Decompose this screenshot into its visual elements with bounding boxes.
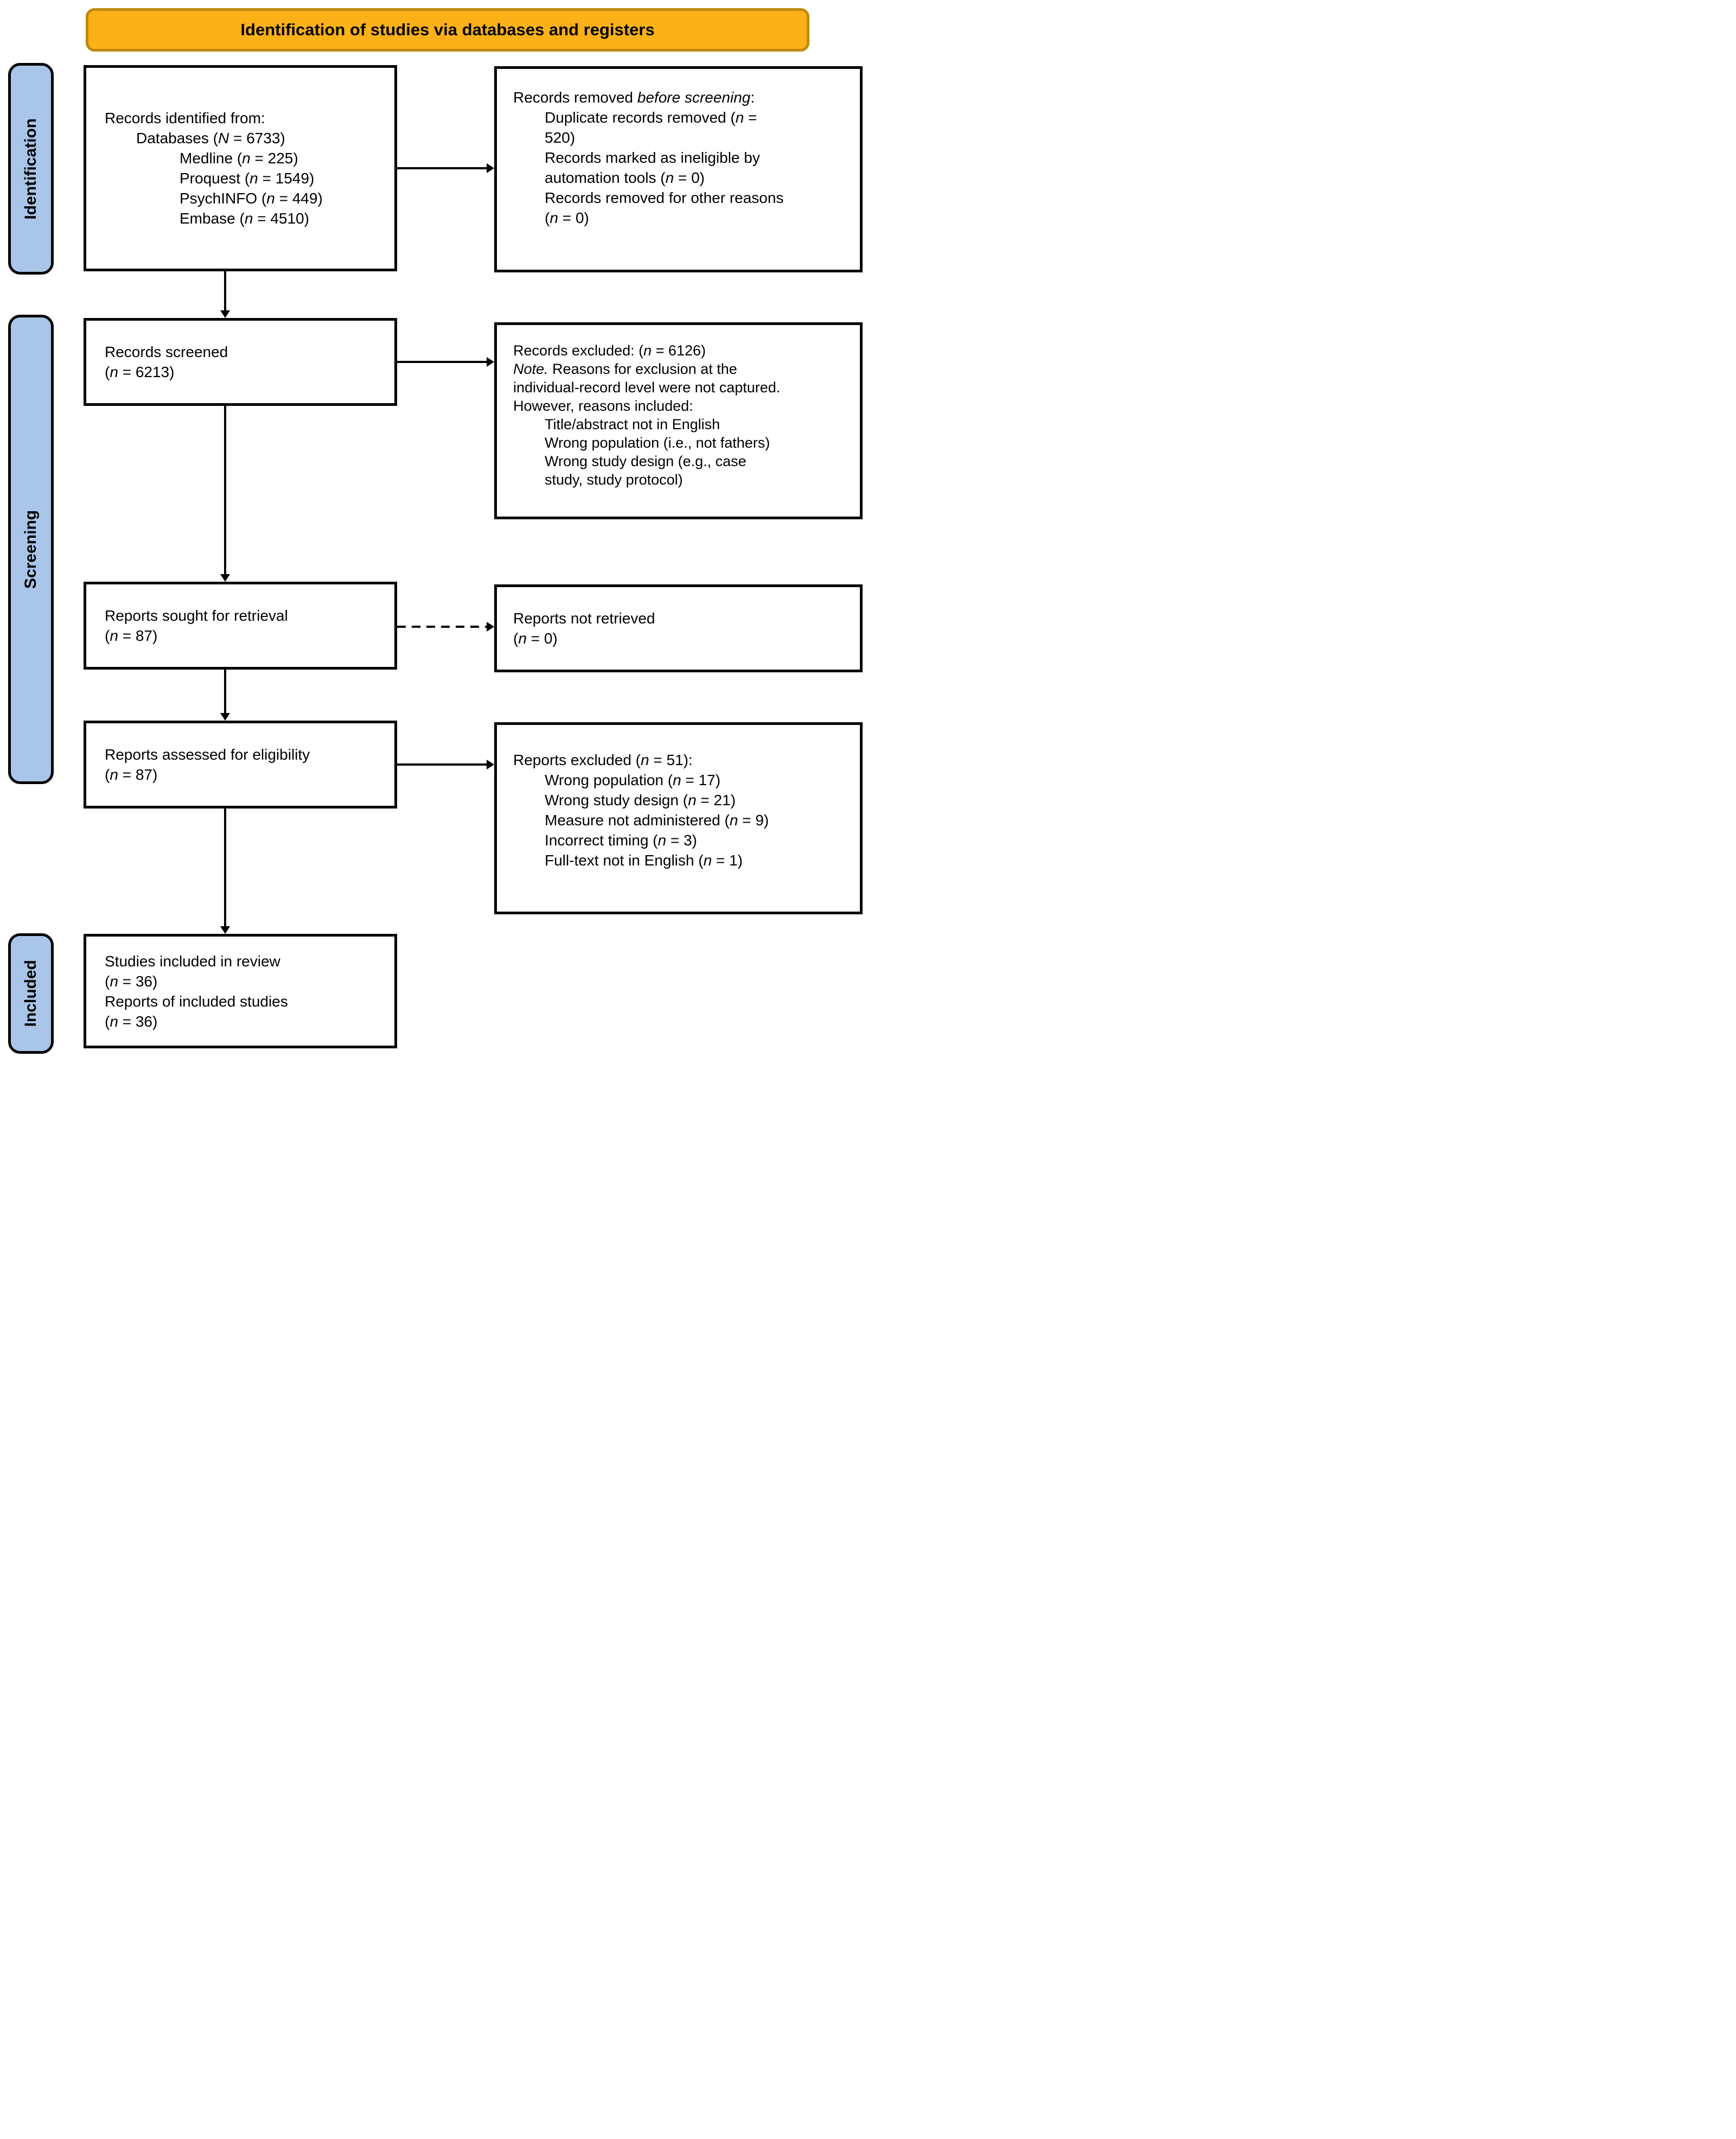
text-line: Full-text not in English (n = 1) xyxy=(545,852,743,869)
box-records-screened-text: Records screened (n = 6213) xyxy=(105,342,385,382)
text-line: Databases (N = 6733) xyxy=(136,130,285,147)
text-line: (n = 36) xyxy=(105,972,158,990)
text-line: However, reasons included: xyxy=(513,398,693,414)
text-line: Wrong study design (n = 21) xyxy=(545,792,736,809)
box-reports-assessed: Reports assessed for eligibility (n = 87) xyxy=(84,721,397,809)
text-line: Records identified from: xyxy=(105,110,265,126)
box-studies-included: Studies included in review (n = 36) Report… xyxy=(84,934,397,1048)
banner: Identification of studies via databases … xyxy=(86,8,809,52)
text-line: Duplicate records removed (n = xyxy=(545,109,757,126)
text-line: Note. Reasons for exclusion at the xyxy=(513,361,737,377)
text-line: (n = 36) xyxy=(105,1013,158,1030)
text-line: (n = 0) xyxy=(513,630,558,647)
text-line: Wrong population (i.e., not fathers) xyxy=(545,435,770,451)
text-line: Records removed before screening: xyxy=(513,89,755,106)
text-line: (n = 87) xyxy=(105,627,158,644)
text-line: individual-record level were not capture… xyxy=(513,379,781,396)
box-studies-included-text: Studies included in review (n = 36) Report… xyxy=(105,951,385,1032)
box-records-identified: Records identified from: Databases (N = 6… xyxy=(84,65,397,271)
text-line: Embase (n = 4510) xyxy=(180,210,309,227)
text-line: Title/abstract not in English xyxy=(545,416,720,432)
text-line: Reports sought for retrieval xyxy=(105,607,288,624)
arrow-head-right-icon xyxy=(487,357,494,367)
arrow-head-right-icon xyxy=(487,760,494,769)
arrow-screened-to-sought xyxy=(220,406,230,582)
text-line: Records removed for other reasons xyxy=(545,189,784,206)
text-line: automation tools (n = 0) xyxy=(545,169,705,186)
text-line: Reports assessed for eligibility xyxy=(105,746,310,763)
sidebar-screening-label: Screening xyxy=(22,510,40,589)
arrow-identified-to-removed xyxy=(397,163,494,173)
arrow-line xyxy=(397,361,487,363)
box-records-excluded: Records excluded: (n = 6126) Note. Reason… xyxy=(494,322,863,519)
arrow-head-down-icon xyxy=(220,310,230,318)
text-line: Medline (n = 225) xyxy=(180,150,298,167)
box-reports-excluded-text: Reports excluded (n = 51): Wrong populati… xyxy=(513,750,849,870)
banner-title: Identification of studies via databases … xyxy=(240,20,655,39)
text-line: (n = 87) xyxy=(105,766,158,783)
box-records-removed: Records removed before screening: Duplica… xyxy=(494,66,863,272)
arrow-head-right-icon xyxy=(487,622,494,632)
arrow-head-down-icon xyxy=(220,574,230,582)
arrow-line xyxy=(224,406,226,575)
sidebar-included-label: Included xyxy=(22,960,40,1027)
text-line: Records marked as ineligible by xyxy=(545,149,760,166)
text-line: Studies included in review xyxy=(105,952,280,970)
text-line: study, study protocol) xyxy=(545,472,683,488)
text-line: Records screened xyxy=(105,343,228,360)
text-line: Proquest (n = 1549) xyxy=(180,170,315,187)
text-line: Wrong population (n = 17) xyxy=(545,772,721,788)
arrow-line xyxy=(397,167,487,169)
text-line: Reports excluded (n = 51): xyxy=(513,752,693,768)
text-line: Records excluded: (n = 6126) xyxy=(513,342,706,359)
text-line: Reports not retrieved xyxy=(513,610,655,627)
box-reports-not-retrieved: Reports not retrieved (n = 0) xyxy=(494,584,863,672)
arrow-sought-to-not-retrieved xyxy=(397,622,494,632)
text-line: 520) xyxy=(545,129,576,146)
box-reports-excluded: Reports excluded (n = 51): Wrong populati… xyxy=(494,722,863,914)
text-line: Measure not administered (n = 9) xyxy=(545,812,769,829)
arrow-sought-to-assessed xyxy=(220,670,230,721)
box-reports-sought-text: Reports sought for retrieval (n = 87) xyxy=(105,606,385,646)
arrow-head-down-icon xyxy=(220,713,230,721)
arrow-line xyxy=(224,809,226,927)
arrow-line xyxy=(224,670,226,714)
sidebar-screening: Screening xyxy=(8,315,54,784)
arrow-line xyxy=(224,271,226,311)
text-line: (n = 0) xyxy=(545,209,589,226)
text-line: Reports of included studies xyxy=(105,992,288,1010)
arrow-assessed-to-included xyxy=(220,809,230,934)
box-records-excluded-text: Records excluded: (n = 6126) Note. Reason… xyxy=(513,341,849,489)
box-records-removed-text: Records removed before screening: Duplica… xyxy=(513,87,849,228)
box-records-screened: Records screened (n = 6213) xyxy=(84,318,397,406)
sidebar-identification-label: Identification xyxy=(22,118,40,220)
prisma-flow-diagram: Identification of studies via databases … xyxy=(0,0,868,1070)
arrow-line xyxy=(397,763,487,766)
text-line: PsychINFO (n = 449) xyxy=(180,190,323,207)
arrow-head-right-icon xyxy=(487,163,494,173)
text-line: Incorrect timing (n = 3) xyxy=(545,832,697,849)
arrow-screened-to-excluded xyxy=(397,357,494,367)
arrow-identified-to-screened xyxy=(220,271,230,318)
text-line: Wrong study design (e.g., case xyxy=(545,453,746,469)
arrow-assessed-to-reports-excluded xyxy=(397,760,494,769)
box-reports-assessed-text: Reports assessed for eligibility (n = 87) xyxy=(105,744,385,785)
sidebar-identification: Identification xyxy=(8,63,54,275)
arrow-line xyxy=(397,626,487,628)
box-reports-not-retrieved-text: Reports not retrieved (n = 0) xyxy=(513,608,849,648)
text-line: (n = 6213) xyxy=(105,364,175,380)
arrow-head-down-icon xyxy=(220,926,230,934)
sidebar-included: Included xyxy=(8,933,54,1054)
box-records-identified-text: Records identified from: Databases (N = 6… xyxy=(105,108,385,228)
box-reports-sought: Reports sought for retrieval (n = 87) xyxy=(84,582,397,670)
